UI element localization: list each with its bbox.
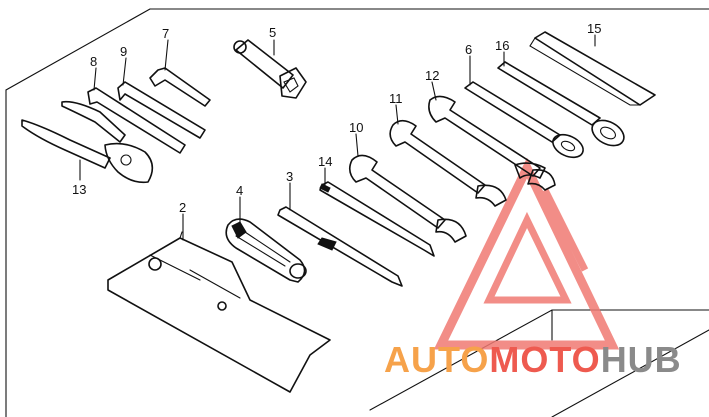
tool-12-open-wrench <box>428 95 556 191</box>
tool-14-screwdriver-blade <box>319 181 435 257</box>
automotohub-logo <box>433 157 620 350</box>
callout-4: 4 <box>236 183 243 198</box>
tool-7-hex-key <box>149 67 211 107</box>
watermark-hub: HUB <box>601 339 682 380</box>
callout-labels: 5 7 9 8 6 16 15 12 11 10 14 3 4 2 13 <box>72 21 601 215</box>
callout-16: 16 <box>495 38 509 53</box>
watermark-auto: AUTO <box>384 339 489 380</box>
tool-16-ring-wrench <box>497 61 625 147</box>
watermark-moto: MOTO <box>489 339 600 380</box>
tool-5-socket-wrench <box>233 39 307 99</box>
tool-15-bar <box>529 31 656 106</box>
callout-12: 12 <box>425 68 439 83</box>
tool-11-open-wrench <box>389 119 507 207</box>
tool-3-screwdriver-shaft <box>277 206 403 287</box>
leader-lines <box>79 34 596 341</box>
automotohub-watermark: AUTOMOTOHUB <box>384 339 682 380</box>
callout-11: 11 <box>389 91 403 106</box>
callout-13: 13 <box>72 182 86 197</box>
callout-3: 3 <box>286 169 293 184</box>
svg-text:AUTOMOTOHUB: AUTOMOTOHUB <box>384 339 682 380</box>
callout-8: 8 <box>90 54 97 69</box>
tool-10-open-wrench <box>348 154 467 243</box>
callout-14: 14 <box>318 154 332 169</box>
tool-4-screwdriver-handle <box>225 218 307 283</box>
tool-13-pliers <box>21 100 154 184</box>
callout-15: 15 <box>587 21 601 36</box>
tool-6-wrench <box>464 81 584 179</box>
tool-9-hex-key <box>117 81 206 139</box>
tool-2-tool-bag <box>107 231 331 393</box>
callout-7: 7 <box>162 26 169 41</box>
callout-10: 10 <box>349 120 363 135</box>
callout-2: 2 <box>179 200 186 215</box>
logo-triangle-inner <box>483 211 572 304</box>
logo-slash <box>541 188 589 272</box>
callout-6: 6 <box>465 42 472 57</box>
callout-9: 9 <box>120 44 127 59</box>
tool-8-hex-key <box>87 87 186 154</box>
callout-5: 5 <box>269 25 276 40</box>
logo-triangle-outer <box>433 157 620 350</box>
